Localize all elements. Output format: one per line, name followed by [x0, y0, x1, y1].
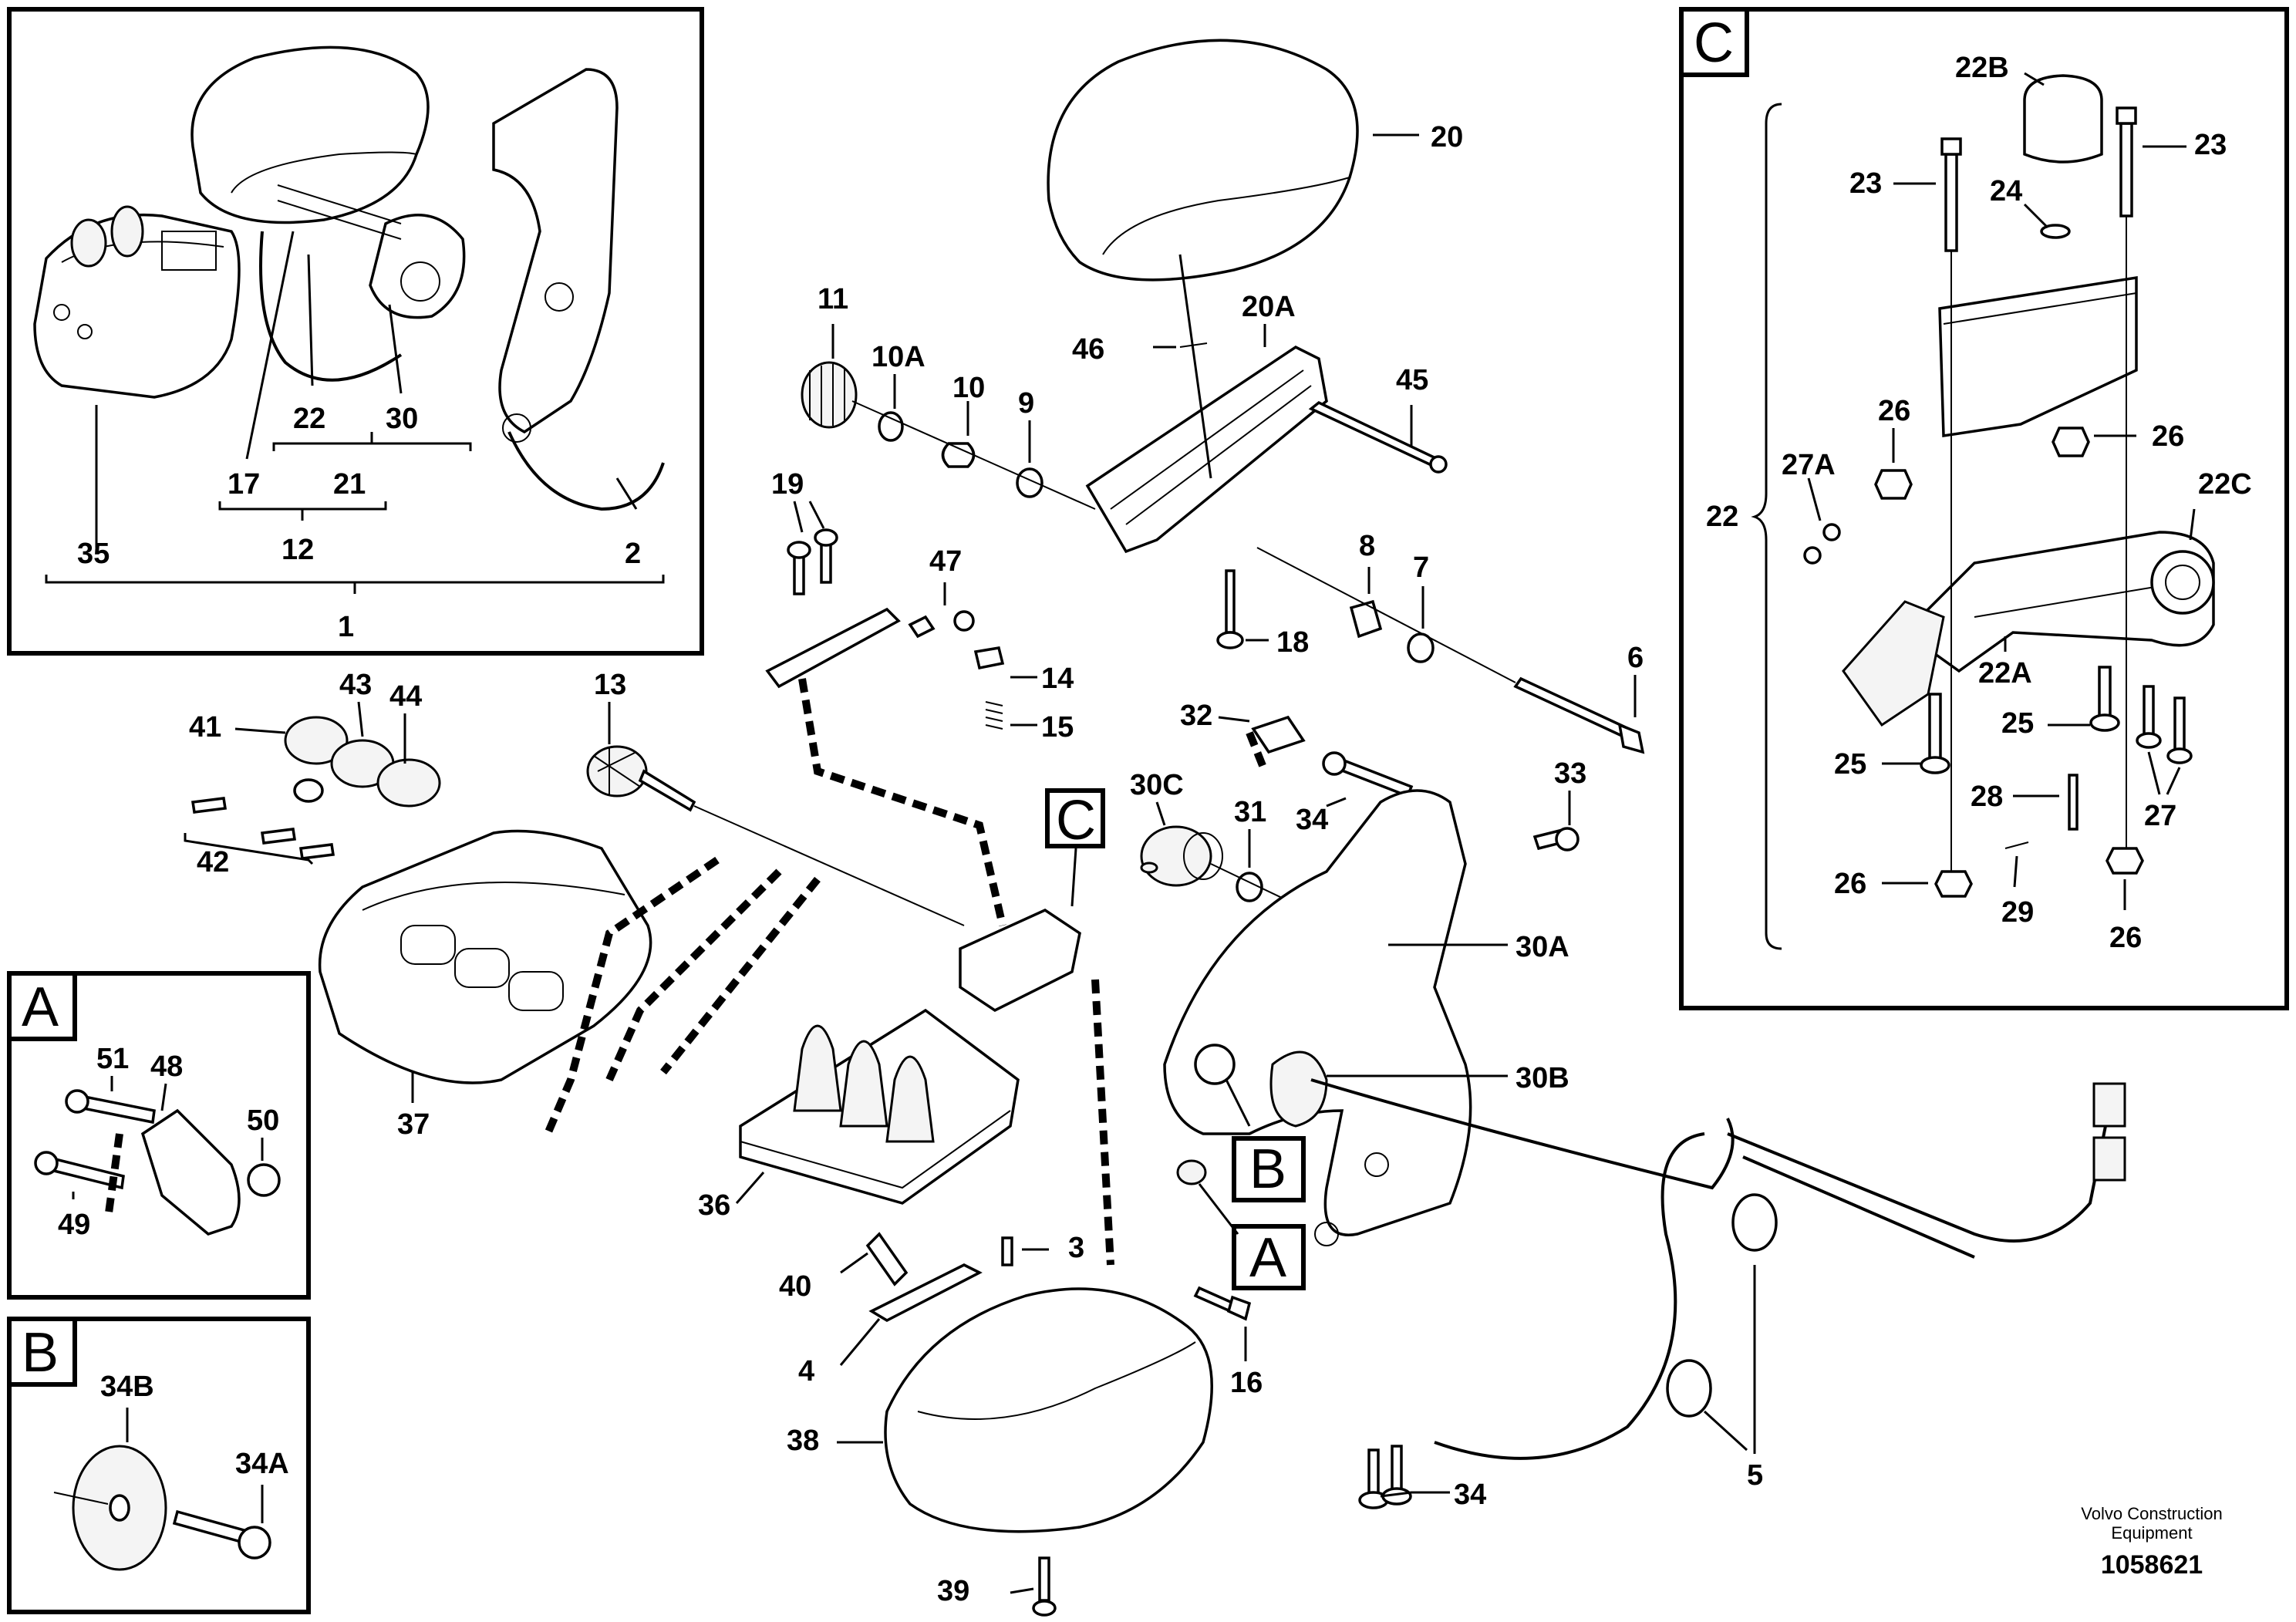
label-c-29: 29 — [2001, 896, 2034, 929]
label-14: 14 — [1041, 663, 1074, 695]
inset-c-letter: C — [1694, 12, 1734, 74]
label-c-28: 28 — [1971, 781, 2003, 813]
label-c-26-b: 26 — [2152, 420, 2184, 453]
label-22: 22 — [293, 403, 325, 435]
label-c-26-d: 26 — [2109, 922, 2142, 954]
label-c-25-left: 25 — [1834, 748, 1866, 781]
inset-b: B 34B 34A — [7, 1317, 311, 1614]
label-42: 42 — [197, 846, 229, 878]
label-7: 7 — [1413, 551, 1429, 584]
label-c-26-a: 26 — [1878, 395, 1910, 427]
label-c-22C: 22C — [2198, 468, 2252, 501]
label-5: 5 — [1747, 1459, 1763, 1492]
label-13: 13 — [594, 669, 626, 701]
label-c-26-c: 26 — [1834, 868, 1866, 900]
label-c-27A: 27A — [1782, 449, 1836, 481]
label-c-23-right: 23 — [2194, 129, 2227, 161]
label-44: 44 — [389, 680, 422, 713]
label-c-25-right: 25 — [2001, 707, 2034, 740]
label-19: 19 — [771, 468, 804, 501]
credit-block: Volvo Construction Equipment 1058621 — [2081, 1504, 2222, 1580]
label-9: 9 — [1018, 387, 1034, 420]
label-34: 34 — [1296, 804, 1328, 836]
label-21: 21 — [333, 468, 366, 501]
label-17: 17 — [228, 468, 260, 501]
label-32: 32 — [1180, 700, 1212, 732]
label-b-34B: 34B — [100, 1371, 154, 1403]
label-a-48: 48 — [150, 1050, 183, 1083]
label-c-22B: 22B — [1955, 52, 2009, 84]
label-31: 31 — [1234, 796, 1266, 828]
label-a-49: 49 — [58, 1209, 90, 1241]
label-30A: 30A — [1515, 931, 1569, 963]
label-34-lower: 34 — [1454, 1479, 1486, 1511]
label-11: 11 — [818, 283, 848, 315]
label-1: 1 — [338, 611, 354, 643]
label-c-23-left: 23 — [1849, 167, 1882, 200]
inset-a: A 51 48 50 49 — [7, 971, 311, 1300]
inset-c: C 22B 23 23 24 26 26 22C — [1679, 7, 2289, 1010]
label-39: 39 — [937, 1575, 969, 1607]
callout-c-letter: C — [1056, 790, 1096, 851]
credit-line-1: Volvo Construction — [2081, 1504, 2222, 1523]
label-16: 16 — [1230, 1367, 1263, 1399]
label-30C: 30C — [1130, 769, 1184, 801]
label-a-51: 51 — [96, 1043, 129, 1075]
inset-assembly-overview: 35 17 22 30 21 12 2 1 — [7, 7, 704, 656]
label-33: 33 — [1554, 757, 1586, 790]
label-30: 30 — [386, 403, 418, 435]
label-41: 41 — [189, 711, 221, 744]
label-8: 8 — [1359, 530, 1375, 562]
label-47: 47 — [929, 545, 962, 578]
label-a-50: 50 — [247, 1104, 279, 1137]
label-35: 35 — [77, 538, 110, 570]
label-15: 15 — [1041, 711, 1074, 744]
inset-b-letter: B — [22, 1322, 59, 1384]
label-20: 20 — [1431, 121, 1463, 153]
inset-a-letter: A — [22, 976, 59, 1038]
label-c-22A: 22A — [1978, 657, 2032, 690]
label-c-24: 24 — [1990, 175, 2022, 207]
label-c-22: 22 — [1706, 501, 1738, 533]
document-number: 1058621 — [2101, 1550, 2203, 1580]
label-36: 36 — [698, 1189, 730, 1222]
label-43: 43 — [339, 669, 372, 701]
label-c-27: 27 — [2144, 800, 2176, 832]
label-4: 4 — [798, 1355, 814, 1388]
label-20A: 20A — [1242, 291, 1296, 323]
label-37: 37 — [397, 1108, 430, 1141]
main-exploded-view: 20 20A 46 45 11 10A 10 9 18 — [184, 39, 2126, 1617]
label-12: 12 — [282, 534, 314, 566]
label-18: 18 — [1276, 626, 1309, 659]
callout-b-letter: B — [1249, 1138, 1286, 1200]
label-b-34A: 34A — [235, 1448, 289, 1480]
callout-a-letter: A — [1249, 1227, 1286, 1289]
label-46: 46 — [1072, 333, 1104, 366]
label-40: 40 — [779, 1270, 811, 1303]
label-6: 6 — [1627, 642, 1644, 674]
label-45: 45 — [1396, 364, 1428, 396]
label-3: 3 — [1068, 1232, 1084, 1264]
label-10A: 10A — [872, 341, 925, 373]
label-38: 38 — [787, 1425, 819, 1457]
label-10: 10 — [952, 372, 985, 404]
label-2: 2 — [625, 538, 641, 570]
credit-line-2: Equipment — [2111, 1523, 2192, 1543]
label-30B: 30B — [1515, 1062, 1569, 1094]
